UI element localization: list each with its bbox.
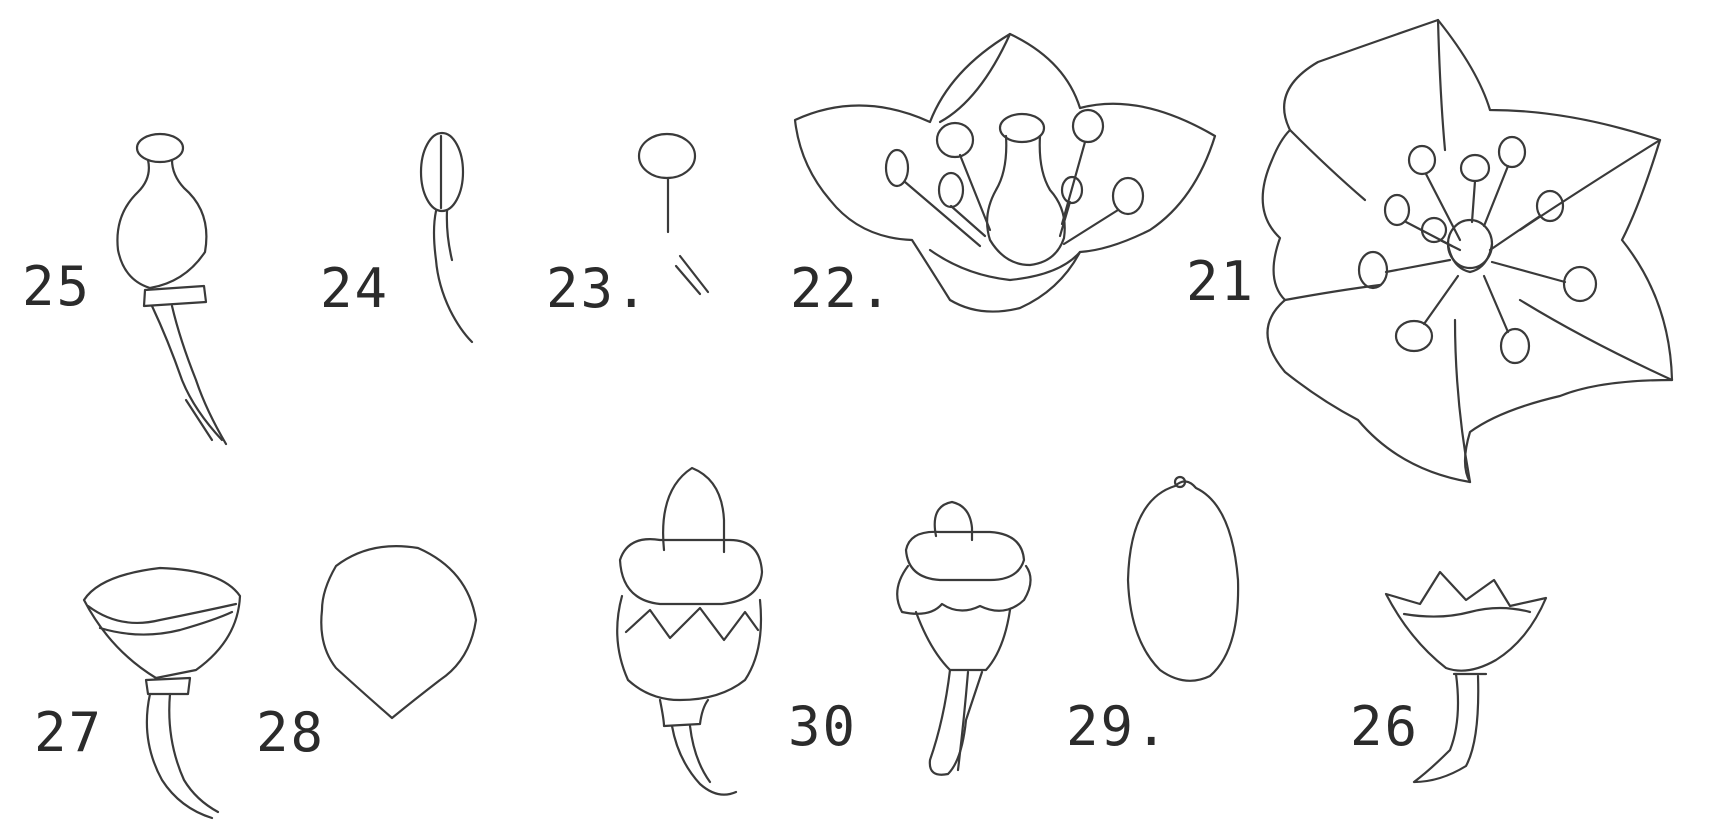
figure-label-25: 25: [22, 260, 91, 314]
seed-icon: [1128, 477, 1238, 681]
petal-icon: [321, 546, 476, 718]
flower-top-view-icon: [1263, 20, 1672, 482]
figure-label-23: 23.: [546, 262, 650, 316]
figure-label-21: 21: [1186, 255, 1255, 309]
figure-label-26: 26: [1350, 700, 1419, 754]
figure-label-30: 30: [788, 700, 857, 754]
pistil-icon: [117, 134, 226, 444]
figure-label-27: 27: [34, 706, 103, 760]
anther-icon: [421, 133, 472, 342]
figure-label-29: 29.: [1066, 700, 1170, 754]
figure-label-28: 28: [256, 706, 325, 760]
fruit-small-icon: [897, 502, 1030, 775]
figure-label-22: 22.: [790, 262, 894, 316]
receptacle-icon: [84, 568, 240, 818]
figure-label-24: 24: [320, 262, 389, 316]
fruit-icon: [617, 468, 762, 795]
